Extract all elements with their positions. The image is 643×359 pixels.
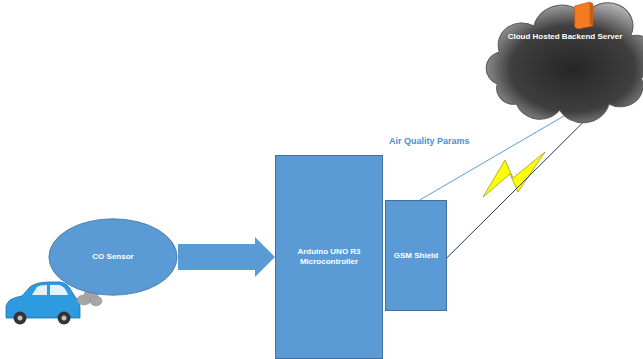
car-hub (18, 316, 23, 321)
node-label: Cloud Hosted Backend Server (508, 32, 623, 42)
car-hub (62, 316, 67, 321)
cloud-server: Cloud Hosted Backend Server (478, 2, 643, 120)
cloud-shape (486, 3, 643, 123)
microcontroller-box: Arduino UNO R3 Microcontroller (275, 155, 383, 359)
car-illustration (6, 282, 80, 325)
sensor-ellipse: CO Sensor (48, 218, 178, 296)
car-window (50, 285, 68, 295)
cloud-outline (478, 2, 643, 120)
block-arrow-shape (178, 237, 275, 277)
node-label: Arduino UNO R3 Microcontroller (284, 247, 374, 266)
server-icon (575, 2, 593, 29)
car-wheel (14, 312, 27, 325)
block-arrow (178, 237, 275, 277)
shield-box: GSM Shield (385, 200, 447, 311)
wireless-lightning (483, 152, 545, 197)
server-side (590, 2, 593, 26)
ellipse-shape (49, 219, 177, 295)
car-window (32, 285, 47, 295)
car-wheel (58, 312, 71, 325)
server-front (575, 2, 593, 29)
node-label: CO Sensor (92, 252, 133, 262)
edge-label: Air Quality Params (388, 136, 471, 146)
node-label: GSM Shield (394, 251, 438, 261)
